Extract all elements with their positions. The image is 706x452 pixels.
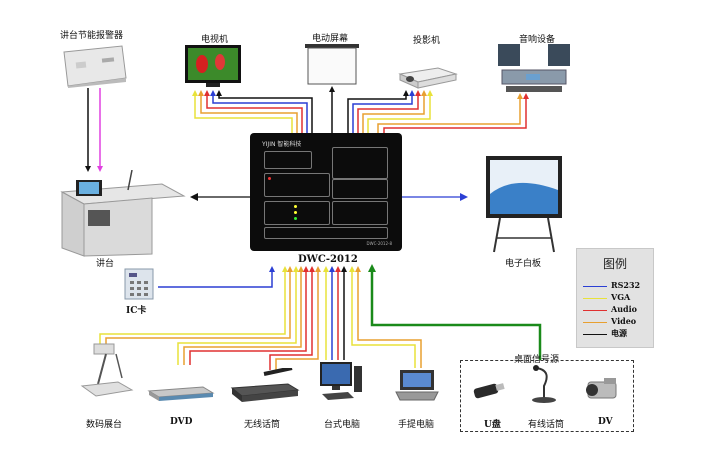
wired-mic-device: [526, 364, 560, 404]
alarm-device: [62, 44, 128, 88]
podium-device: [52, 169, 188, 260]
legend-item-vga: VGA: [583, 292, 649, 304]
audio-label: 音响设备: [519, 35, 556, 45]
hub-label: DWC-2012: [298, 254, 358, 265]
hub-brand: YIJIN 智能科技: [262, 141, 302, 148]
dvd-connection: [177, 268, 307, 365]
legend-item-audio: Audio: [583, 304, 649, 316]
laptop-device: [394, 368, 440, 402]
desktop-device: [318, 360, 364, 402]
visualizer-label: 数码展台: [86, 420, 123, 430]
whiteboard-image: [486, 156, 562, 253]
dvd-image: [147, 386, 215, 401]
laptop-image: [395, 370, 439, 401]
projector-label: 投影机: [413, 36, 441, 46]
hub-led: [268, 177, 271, 180]
desktop-connection: [325, 268, 345, 360]
visualizer-image: [80, 343, 134, 397]
control-hub: YIJIN 智能科技 DWC-2012-8: [250, 133, 402, 251]
usb-device: [470, 380, 510, 402]
visualizer-device: [78, 342, 134, 400]
podium-image: [60, 169, 186, 257]
dvd-label: DVD: [170, 417, 193, 427]
hub-panel-left: [264, 151, 312, 169]
alarm-device-image: [63, 45, 127, 88]
dv-label: DV: [598, 417, 613, 427]
legend: 图例 RS232 VGA Audio Video 电源: [576, 248, 654, 348]
screen-label: 电动屏幕: [312, 34, 349, 44]
wired-mic-image: [532, 365, 556, 403]
hub-panel-mid-right: [332, 179, 388, 199]
arrowheads: [85, 86, 529, 272]
podium-label: 讲台: [96, 259, 115, 269]
wireless-mic-image: [230, 366, 300, 402]
desktop-group-connection: [370, 268, 542, 360]
hub-panel-bottom-left: [264, 201, 330, 225]
desktop-group-box: [460, 360, 634, 432]
wired-mic-label: 有线话筒: [528, 420, 565, 430]
hub-panel-bottom-right: [332, 201, 388, 225]
whiteboard-device: [484, 154, 564, 254]
dv-image: [586, 378, 617, 399]
audio-connection: [377, 95, 527, 133]
tv-label: 电视机: [201, 35, 229, 45]
ic-card-device: [124, 268, 154, 300]
wireless-mic-connection: [269, 268, 319, 370]
audio-image: [498, 44, 570, 92]
usb-label: U盘: [484, 420, 501, 430]
usb-image: [473, 383, 505, 399]
hub-panel-mid-left: [264, 173, 330, 197]
tv-connection: [194, 92, 313, 133]
legend-item-power: 电源: [583, 328, 649, 340]
whiteboard-label: 电子白板: [505, 259, 542, 269]
hub-led: [294, 211, 297, 214]
screen-device: [305, 44, 359, 86]
projector-connection: [347, 92, 431, 133]
alarm-label: 讲台节能报警器: [60, 31, 124, 41]
legend-title: 图例: [602, 257, 627, 271]
ic-card-label: IC卡: [126, 306, 147, 316]
hub-led: [294, 205, 297, 208]
visualizer-connection: [99, 268, 291, 345]
projector-image: [398, 67, 458, 89]
dvd-device: [147, 385, 215, 403]
legend-item-rs232: RS232: [583, 280, 649, 292]
wireless-mic-label: 无线话筒: [244, 420, 281, 430]
ic-card-image: [124, 268, 154, 300]
desktop-image: [320, 362, 362, 400]
projector-device: [398, 64, 458, 90]
legend-item-video: Video: [583, 316, 649, 328]
alarm-connection: [87, 88, 101, 170]
ic-card-connection: [158, 268, 273, 288]
tv-device: [184, 44, 242, 88]
audio-device: [496, 42, 572, 94]
screen-image: [305, 44, 359, 85]
laptop-connection: [351, 268, 422, 368]
hub-panel-right: [332, 147, 388, 179]
dv-device: [582, 376, 622, 404]
wireless-mic-device: [228, 366, 300, 404]
desktop-label: 台式电脑: [324, 420, 361, 430]
hub-led: [294, 217, 297, 220]
hub-button-strip: [264, 227, 388, 239]
tv-image: [185, 45, 241, 87]
laptop-label: 手提电脑: [398, 420, 435, 430]
hub-model: DWC-2012-8: [366, 241, 392, 246]
